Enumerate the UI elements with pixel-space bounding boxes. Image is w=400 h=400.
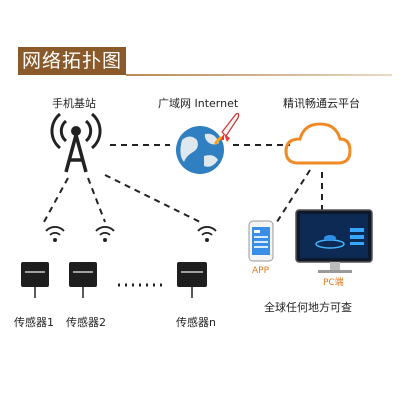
wifi-icons bbox=[45, 226, 217, 242]
sensor-2-label: 传感器2 bbox=[66, 316, 106, 329]
sensor-n-label: 传感器n bbox=[176, 316, 216, 329]
tower-sensor1-link bbox=[43, 177, 69, 223]
cloud-label: 精讯畅通云平台 bbox=[283, 97, 360, 110]
sensor-device-icon bbox=[69, 262, 97, 298]
title-underline bbox=[126, 74, 392, 76]
app-label: APP bbox=[252, 266, 270, 276]
sensor-1-label: 传感器1 bbox=[14, 316, 54, 329]
phone-icon bbox=[248, 220, 274, 262]
tower-sensorn-link bbox=[104, 174, 201, 223]
monitor-icon bbox=[295, 209, 373, 273]
cell-tower-icon bbox=[50, 112, 102, 173]
cloud-icon bbox=[284, 122, 352, 165]
wifi-icon bbox=[95, 226, 115, 242]
connection-lines bbox=[43, 144, 323, 226]
pc-label: PC端 bbox=[323, 278, 344, 288]
page-title: 网络拓扑图 bbox=[21, 50, 122, 72]
globe-icon bbox=[176, 126, 224, 174]
rocket-icon bbox=[213, 112, 240, 145]
access-description: 全球任何地方可查 bbox=[264, 301, 352, 314]
sensor-device-icon bbox=[177, 262, 207, 298]
title-banner bbox=[18, 47, 126, 75]
sensor-device-icon bbox=[21, 262, 49, 298]
wifi-icon bbox=[197, 226, 217, 242]
tower-sensor2-link bbox=[87, 177, 106, 223]
internet-label: 广域网 Internet bbox=[158, 97, 239, 110]
base-station-label: 手机基站 bbox=[52, 97, 96, 110]
wifi-icon bbox=[45, 226, 65, 242]
